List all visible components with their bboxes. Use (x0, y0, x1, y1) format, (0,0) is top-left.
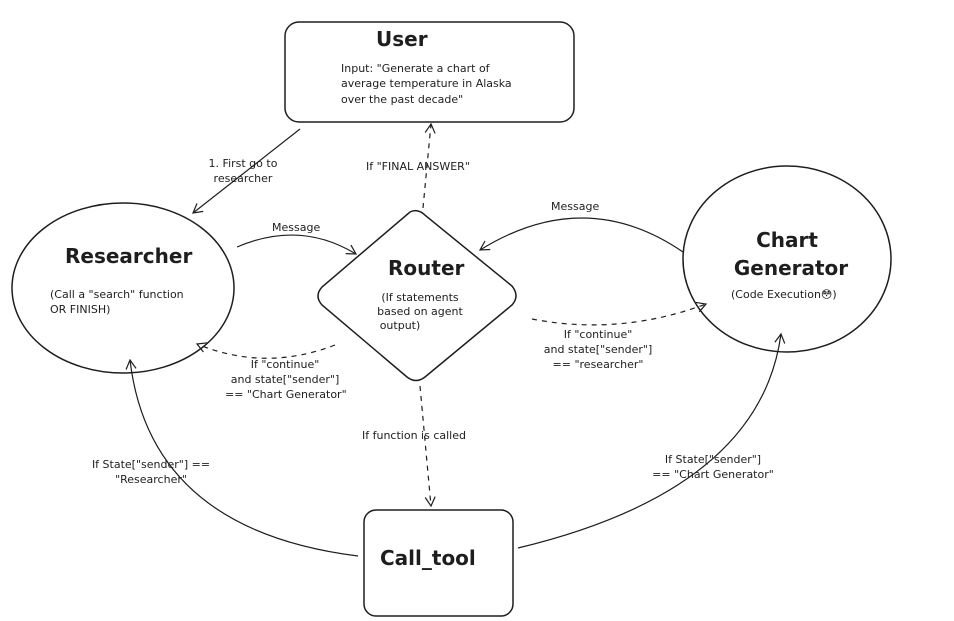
edge-label-researcher-to-router: Message (272, 221, 321, 234)
router-node-description-line-1: (If statements (381, 291, 459, 304)
edge-router-to-call-tool (419, 385, 436, 508)
edge-label-user-to-researcher-line-2: researcher (213, 172, 273, 185)
edge-router-to-researcher (195, 342, 336, 359)
researcher-node-description-line-2: OR FINISH) (50, 303, 111, 316)
edge-router-to-chart (531, 301, 708, 326)
router-node-description-line-2: based on agent (377, 305, 463, 318)
edge-label-router-to-researcher-line-1: If "continue" (250, 358, 320, 371)
edge-label-call-tool-to-chart-line-1: If State["sender"] (664, 453, 762, 466)
edge-label-call-tool-to-chart-line-2: == "Chart Generator" (652, 468, 774, 481)
chart-generator-node-shape[interactable] (682, 165, 892, 353)
edge-call-tool-to-chart (517, 332, 786, 549)
router-node-shape[interactable] (317, 209, 517, 382)
researcher-node-description-line-1: (Call a "search" function (50, 288, 184, 301)
edge-label-router-to-chart-line-1: If "continue" (563, 328, 633, 341)
user-node-box[interactable] (284, 21, 575, 123)
user-node-description-line-1: Input: "Generate a chart of (341, 62, 490, 75)
researcher-node-title: Researcher (65, 244, 193, 268)
user-node-title: User (376, 27, 428, 51)
edge-label-call-tool-to-researcher-line-1: If State["sender"] == (91, 458, 211, 471)
edge-call-tool-to-researcher (125, 358, 359, 557)
edge-researcher-to-router (236, 234, 358, 255)
call-tool-node-title: Call_tool (380, 546, 476, 570)
user-node-description-line-2: average temperature in Alaska (341, 77, 512, 90)
user-node-description-line-3: over the past decade" (341, 93, 464, 106)
router-node-title: Router (388, 256, 465, 280)
edge-label-router-to-call-tool: If function is called (362, 429, 466, 442)
edge-label-call-tool-to-researcher-line-2: "Researcher" (115, 473, 187, 486)
chart-generator-node-title-line-1: Chart (756, 228, 818, 252)
router-node-description-line-3: output) (379, 319, 421, 332)
chart-generator-node-description: (Code Execution😳) (731, 288, 837, 301)
edge-user-to-researcher (192, 128, 301, 214)
edge-label-router-to-chart-line-3: == "researcher" (552, 358, 644, 371)
edge-chart-to-router (478, 217, 684, 253)
edge-label-user-to-researcher-line-1: 1. First go to (208, 157, 278, 170)
edge-router-to-user (422, 122, 436, 209)
edge-label-router-to-user: If "FINAL ANSWER" (366, 160, 470, 173)
edge-label-router-to-researcher-line-3: == "Chart Generator" (225, 388, 347, 401)
edge-label-router-to-researcher-line-2: and state["sender"] (230, 373, 340, 386)
edge-label-router-to-chart-line-2: and state["sender"] (543, 343, 653, 356)
edge-label-chart-to-router: Message (551, 200, 600, 213)
researcher-node-shape[interactable] (11, 202, 235, 374)
call-tool-node-box[interactable] (363, 509, 514, 617)
chart-generator-node-title-line-2: Generator (733, 256, 849, 280)
